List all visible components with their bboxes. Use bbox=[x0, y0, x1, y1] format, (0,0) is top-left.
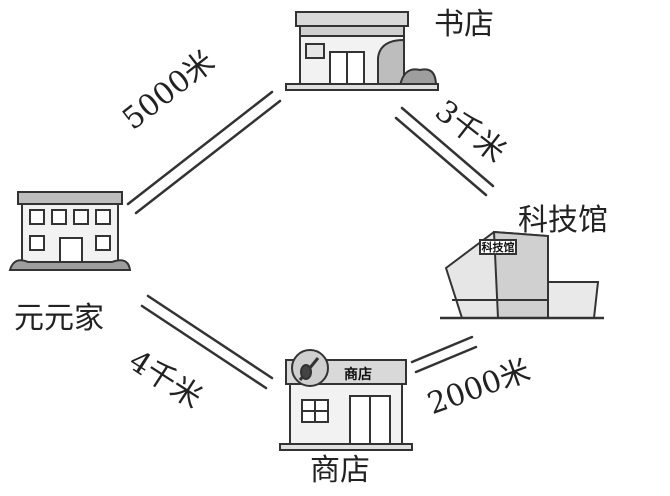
road-shop-museum-1 bbox=[410, 335, 474, 364]
shop-building-icon bbox=[279, 349, 413, 451]
home-label: 元元家 bbox=[14, 301, 104, 336]
road-bookstore-museum-2 bbox=[394, 116, 488, 197]
shop-sign-text: 商店 bbox=[344, 366, 372, 383]
road-home-bookstore-1 bbox=[126, 90, 274, 206]
road-home-shop-2 bbox=[140, 304, 268, 390]
bookstore-label: 书店 bbox=[434, 7, 494, 42]
shop-label: 商店 bbox=[310, 453, 370, 488]
road-shop-museum-2 bbox=[414, 345, 478, 374]
road-home-shop-1 bbox=[146, 294, 274, 380]
bookstore-building-icon bbox=[285, 11, 439, 91]
road-bookstore-museum-1 bbox=[400, 106, 495, 188]
museum-label: 科技馆 bbox=[518, 203, 608, 238]
home-building-icon bbox=[8, 191, 132, 271]
museum-building-icon bbox=[440, 230, 604, 320]
road-home-bookstore-2 bbox=[134, 99, 282, 215]
museum-sign-text: 科技馆 bbox=[482, 240, 515, 254]
